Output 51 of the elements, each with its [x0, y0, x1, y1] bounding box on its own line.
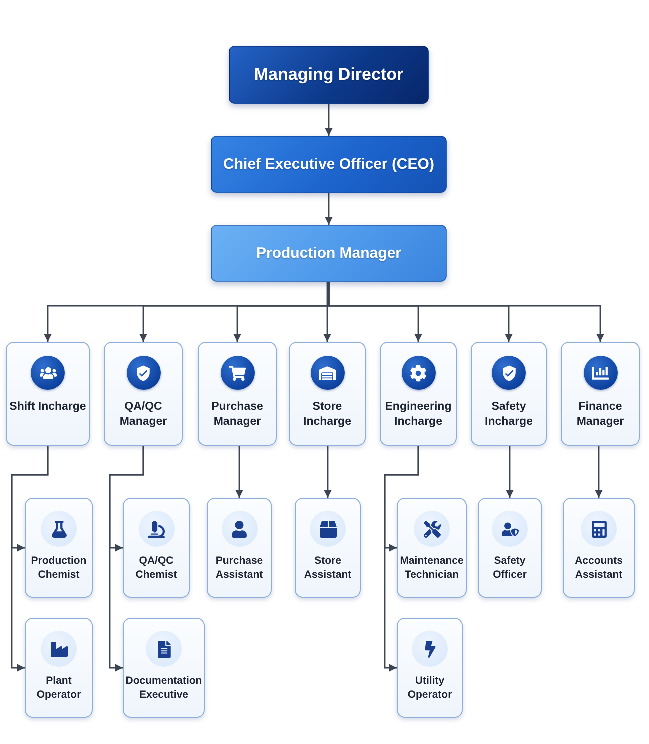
role-card — [198, 342, 277, 446]
role-card — [25, 498, 93, 598]
role-card — [471, 342, 547, 446]
connector-arrow — [384, 446, 420, 672]
connector-arrow — [11, 446, 49, 672]
role-title: Store Assistant — [303, 555, 353, 582]
role-title: Finance Manager — [576, 400, 626, 430]
role-card — [561, 342, 640, 446]
connector-arrow — [236, 446, 244, 498]
connector-arrow — [325, 104, 333, 136]
role-title: Maintenance Technician — [400, 555, 464, 582]
role-card — [289, 342, 366, 446]
role-title: Plant Operator — [36, 675, 82, 702]
role-title: Managing Director — [254, 65, 404, 85]
role-title: Chief Executive Officer (CEO) — [224, 156, 434, 173]
role-card — [563, 498, 635, 598]
connector-arrow — [506, 446, 514, 498]
role-box — [211, 225, 447, 282]
role-card — [6, 342, 90, 446]
connector-arrow — [325, 193, 333, 225]
role-card — [380, 342, 457, 446]
role-card — [25, 618, 93, 718]
role-card — [478, 498, 542, 598]
role-title: Accounts Assistant — [574, 555, 624, 582]
role-title: QA/QC Manager — [118, 400, 168, 430]
connector-arrow — [595, 446, 603, 498]
role-card — [397, 618, 463, 718]
connector-arrow — [324, 282, 332, 342]
role-title: Production Manager — [256, 245, 402, 262]
role-card — [295, 498, 361, 598]
connector-arrow — [328, 282, 604, 342]
role-title: Production Chemist — [30, 555, 88, 582]
role-card — [207, 498, 272, 598]
role-title: Purchase Manager — [210, 400, 264, 430]
role-title: Documentation Executive — [126, 675, 202, 702]
role-card — [123, 618, 205, 718]
role-card — [104, 342, 183, 446]
role-title: Shift Incharge — [10, 400, 86, 415]
role-title: Engineering Incharge — [384, 400, 453, 430]
role-title: QA/QC Chemist — [134, 555, 178, 582]
role-title: Safety Officer — [492, 555, 528, 582]
role-title: Purchase Assistant — [214, 555, 264, 582]
role-title: Utility Operator — [406, 675, 454, 702]
role-box — [211, 136, 447, 193]
role-title: Store Incharge — [302, 400, 352, 430]
role-box — [229, 46, 429, 104]
connector-arrow — [324, 446, 332, 498]
role-card — [123, 498, 190, 598]
role-card — [397, 498, 467, 598]
connector-arrow — [109, 446, 144, 672]
role-title: Safety Incharge — [484, 400, 534, 430]
